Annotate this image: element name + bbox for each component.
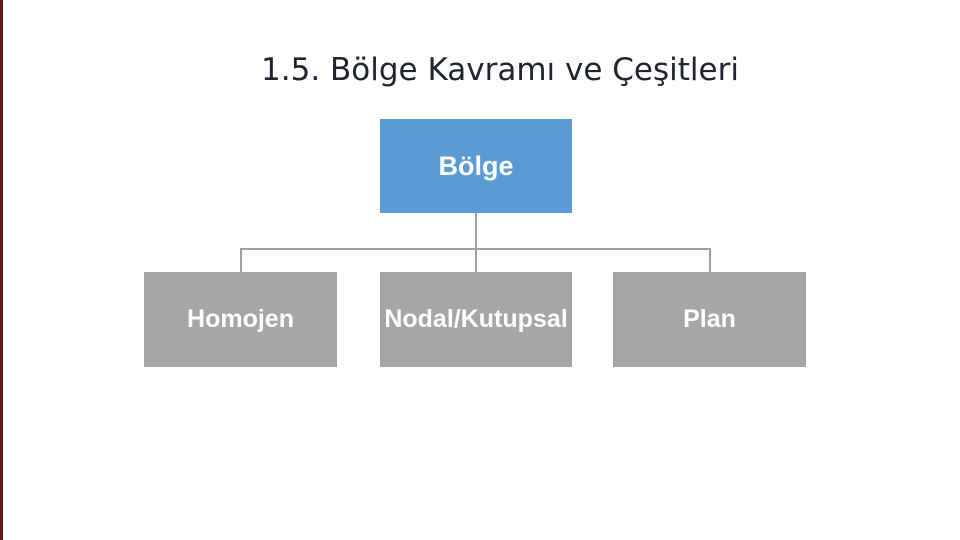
diagram-child-node-homojen: Homojen [144, 272, 337, 367]
child-node-label: Nodal/Kutupsal [384, 305, 568, 333]
child-node-label: Plan [683, 305, 736, 333]
connector-child-stub-plan [709, 249, 711, 273]
connector-child-stub-homojen [240, 249, 242, 273]
child-node-label: Homojen [187, 305, 294, 333]
diagram-child-node-plan: Plan [613, 272, 806, 367]
left-accent-bar [0, 0, 3, 540]
slide-title: 1.5. Bölge Kavramı ve Çeşitleri [261, 52, 739, 88]
connector-parent-stub [475, 213, 477, 249]
root-node-label: Bölge [438, 150, 514, 181]
connector-child-stub-nodal [475, 249, 477, 273]
diagram-root-node: Bölge [380, 119, 572, 213]
diagram-child-node-nodal-kutupsal: Nodal/Kutupsal [380, 272, 572, 367]
